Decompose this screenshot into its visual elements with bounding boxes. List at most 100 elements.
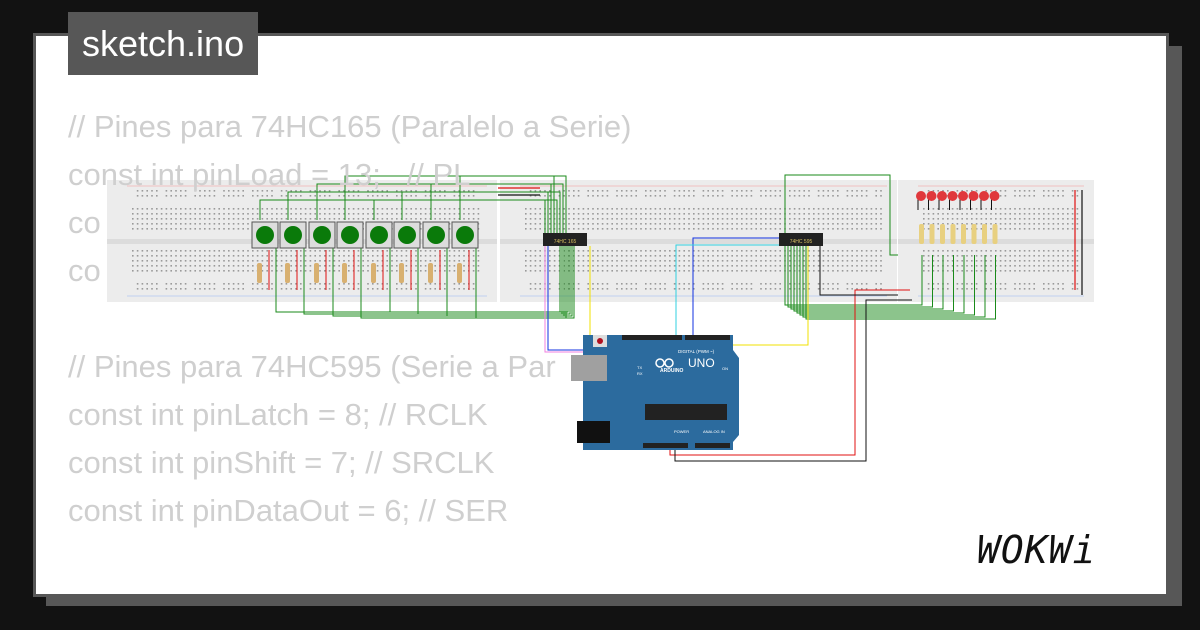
breadboard-hole [664,223,666,225]
breadboard-hole [372,208,374,210]
breadboard-hole [472,265,475,267]
breadboard-hole [319,270,321,272]
breadboard-hole [745,208,748,210]
breadboard-hole [300,260,302,262]
power-header [643,443,688,448]
breadboard-hole [563,190,565,192]
breadboard-hole [156,218,158,220]
breadboard-hole [999,288,1002,290]
breadboard-hole [856,283,858,285]
wire [796,246,965,314]
breadboard-hole [444,190,446,192]
breadboard-hole [789,250,791,252]
breadboard-hole [405,283,408,285]
breadboard-hole [645,270,647,272]
breadboard-hole [568,213,570,215]
breadboard-hole [232,213,235,215]
breadboard-hole [280,195,283,197]
breadboard-hole [458,190,460,192]
breadboard-hole [386,208,388,210]
breadboard-hole [396,260,398,262]
breadboard-hole [597,283,599,285]
breadboard-hole [865,255,868,257]
breadboard-hole [563,213,565,215]
breadboard-hole [966,218,968,220]
breadboard-hole [951,223,954,225]
breadboard-hole [204,270,206,272]
breadboard-hole [669,265,671,267]
breadboard-hole [990,260,992,262]
breadboard-hole [726,228,729,230]
breadboard-hole [1047,218,1050,220]
breadboard-hole [429,190,432,192]
breadboard-hole [1076,218,1079,220]
breadboard-hole [295,270,297,272]
breadboard-hole [741,223,743,225]
breadboard-hole [592,223,594,225]
breadboard-hole [841,255,844,257]
breadboard-hole [793,265,796,267]
breadboard-hole [309,213,312,215]
breadboard-hole [237,250,240,252]
breadboard-hole [424,255,427,257]
breadboard-hole [956,288,959,290]
breadboard-hole [237,255,240,257]
breadboard-hole [645,255,647,257]
breadboard-hole [372,250,374,252]
breadboard-hole [184,213,187,215]
breadboard-hole [1014,190,1016,192]
breadboard-hole [300,213,302,215]
breadboard-hole [865,283,868,285]
breadboard-hole [415,260,417,262]
breadboard-hole [769,283,772,285]
breadboard-hole [357,255,360,257]
breadboard-hole [271,270,273,272]
breadboard-hole [592,228,594,230]
breadboard-hole [180,265,182,267]
breadboard-hole [798,195,801,197]
breadboard-hole [223,265,225,267]
breadboard-hole [755,218,757,220]
breadboard-hole [285,208,288,210]
breadboard-hole [630,223,633,225]
breadboard-hole [429,260,432,262]
breadboard-hole [525,228,527,230]
breadboard-hole [381,288,384,290]
breadboard-hole [846,288,849,290]
breadboard-hole [760,288,762,290]
breadboard-hole [247,208,249,210]
breadboard-hole [587,218,589,220]
breadboard-hole [1043,190,1045,192]
breadboard-hole [961,190,963,192]
breadboard-hole [372,195,374,197]
breadboard-hole [141,223,144,225]
breadboard-hole [300,255,302,257]
breadboard-hole [319,265,321,267]
breadboard-hole [990,288,992,290]
breadboard-hole [606,223,609,225]
breadboard-hole [966,255,968,257]
breadboard-hole [630,208,633,210]
breadboard-hole [865,195,868,197]
breadboard-hole [410,190,412,192]
breadboard-hole [717,270,719,272]
analog-header [695,443,730,448]
breadboard-hole [386,218,388,220]
breadboard-hole [693,255,695,257]
breadboard-hole [765,260,767,262]
breadboard-hole [880,208,882,210]
breadboard-hole [999,218,1002,220]
breadboard-hole [961,218,963,220]
breadboard-hole [529,223,532,225]
breadboard-hole [367,190,369,192]
breadboard-hole [841,208,844,210]
breadboard-hole [870,223,873,225]
breadboard-hole [338,208,340,210]
breadboard-hole [314,255,316,257]
breadboard-hole [141,255,144,257]
breadboard-hole [194,270,196,272]
breadboard-hole [184,270,187,272]
breadboard-hole [927,250,930,252]
breadboard-hole [971,260,973,262]
breadboard-hole [199,250,201,252]
